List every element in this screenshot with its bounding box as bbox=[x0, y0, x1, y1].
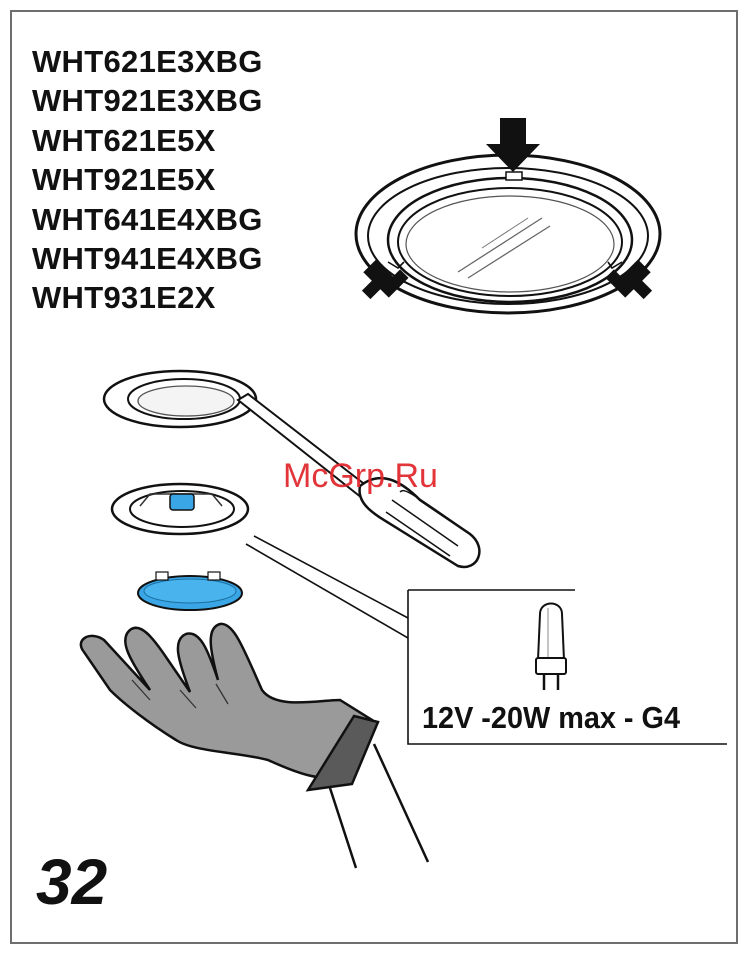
blue-glass-cover bbox=[138, 572, 242, 610]
fixture-removal-step bbox=[104, 371, 256, 427]
watermark: McGrp.Ru bbox=[283, 457, 438, 496]
halogen-bulb-icon bbox=[536, 604, 566, 691]
lamp-fixture-icon bbox=[356, 155, 660, 313]
bulb-spec-label: 12V -20W max - G4 bbox=[422, 700, 680, 736]
page-number: 32 bbox=[36, 845, 107, 919]
lamp-holder bbox=[112, 484, 248, 534]
glove-hand-icon bbox=[81, 624, 428, 868]
